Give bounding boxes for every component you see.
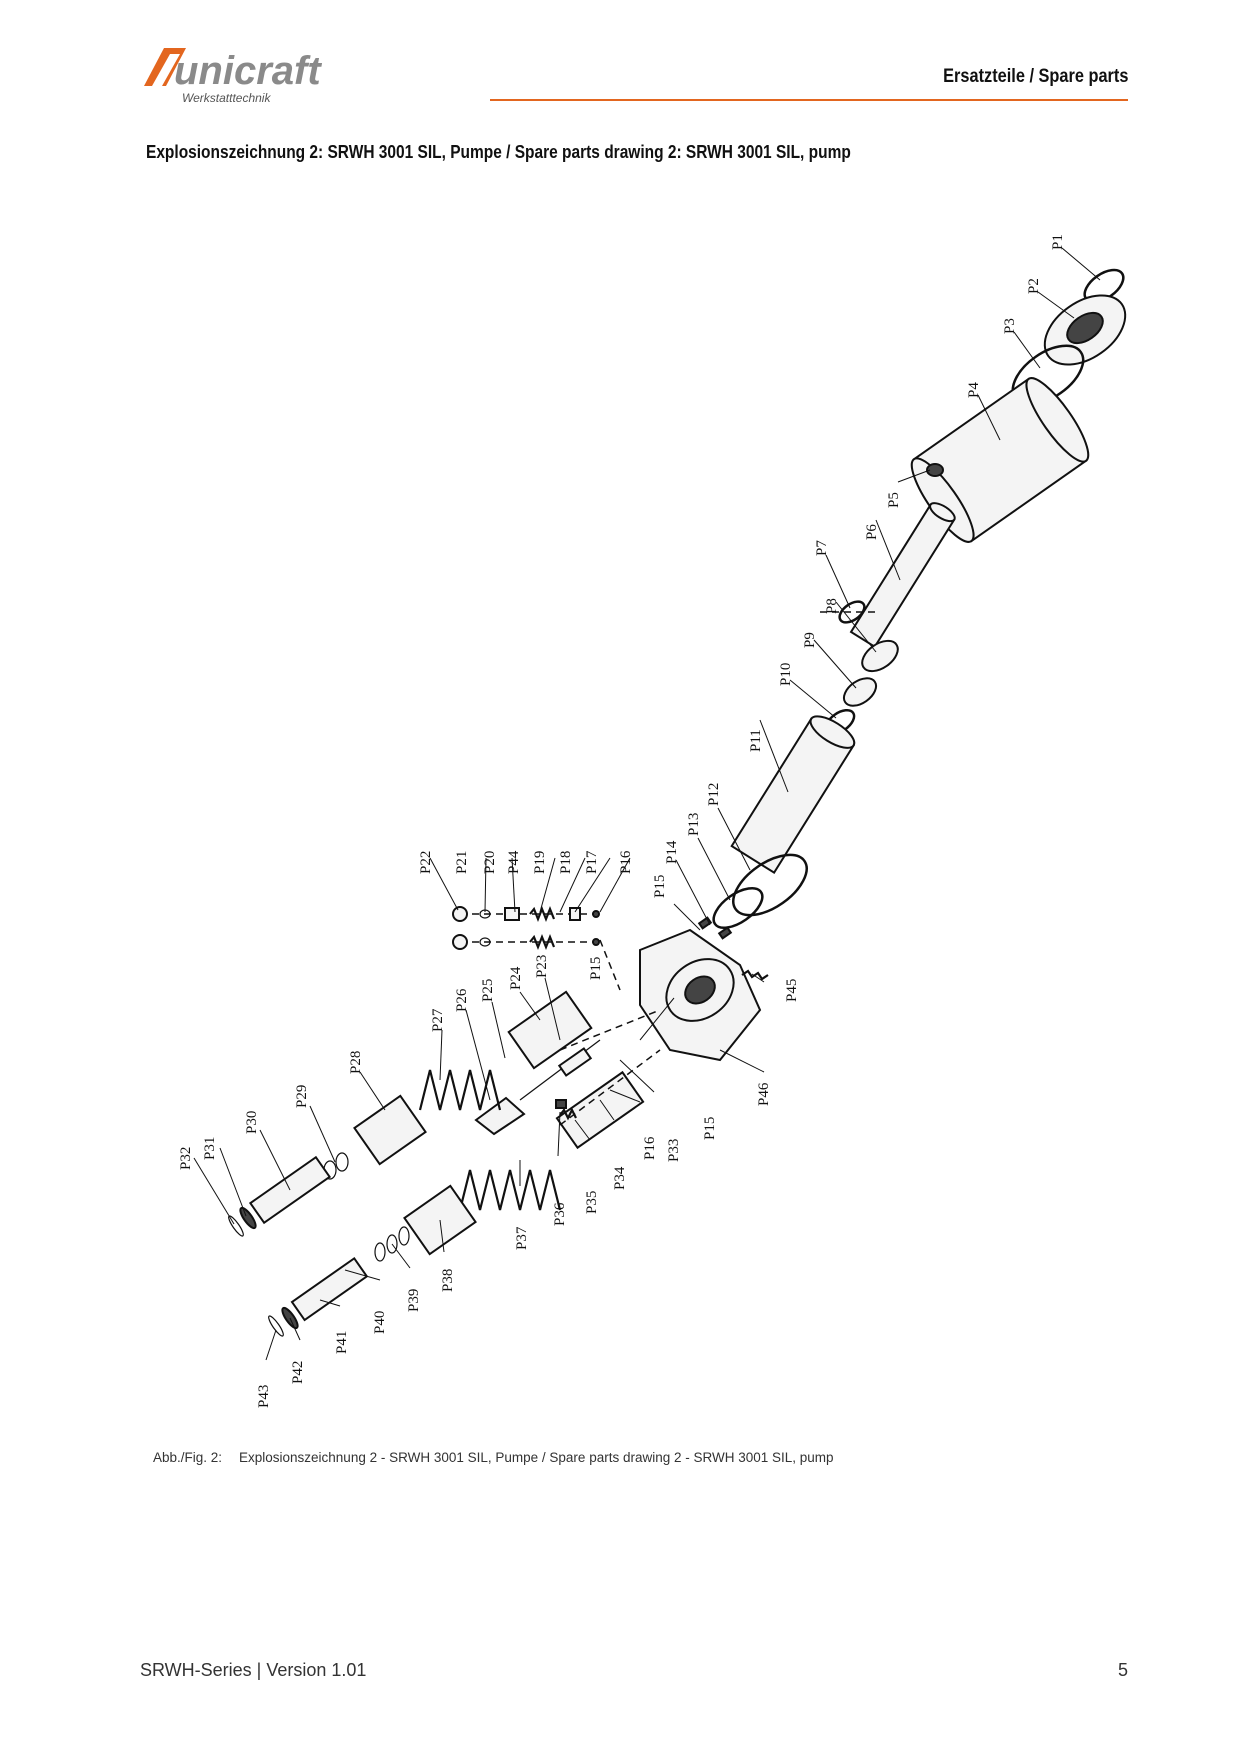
label-p39: P39 <box>406 1289 422 1312</box>
label-p46: P46 <box>756 1082 772 1106</box>
label-p24: P24 <box>508 966 524 990</box>
label-p5: P5 <box>886 492 902 508</box>
label-p16-b: P16 <box>642 1136 658 1160</box>
label-p14: P14 <box>664 840 680 864</box>
label-p7: P7 <box>814 540 830 556</box>
label-p11: P11 <box>748 729 764 752</box>
label-p29: P29 <box>294 1085 310 1108</box>
label-p45: P45 <box>784 979 800 1002</box>
label-p30: P30 <box>244 1111 260 1134</box>
unicraft-logo: unicraft Werkstatttechnik <box>144 48 322 105</box>
label-p18: P18 <box>558 851 574 874</box>
figure-caption-label: Abb./Fig. 2: <box>153 1450 223 1465</box>
label-p27: P27 <box>430 1008 446 1032</box>
label-p20: P20 <box>482 851 498 874</box>
label-p9: P9 <box>802 632 818 648</box>
leader-lines <box>193 247 1101 1361</box>
label-p8: P8 <box>824 598 840 614</box>
label-p4: P4 <box>966 382 982 398</box>
label-p22: P22 <box>418 851 434 874</box>
header-rule <box>490 99 1128 101</box>
label-p17: P17 <box>584 850 600 874</box>
page-number: 5 <box>1117 1660 1128 1680</box>
figure-caption: Abb./Fig. 2: Explosionszeichnung 2 - SRWH… <box>153 1450 834 1465</box>
label-p31: P31 <box>202 1137 218 1160</box>
label-p44: P44 <box>506 850 522 874</box>
label-p23: P23 <box>534 955 550 978</box>
label-p34: P34 <box>612 1166 628 1190</box>
label-p6: P6 <box>864 524 880 540</box>
drawing-parts <box>228 268 1127 1337</box>
label-p36: P36 <box>552 1202 568 1226</box>
figure-caption-text: Explosionszeichnung 2 - SRWH 3001 SIL, P… <box>239 1450 834 1465</box>
part-labels: P1 P2 P3 P4 P5 P6 P7 P8 P9 P10 P11 P12 P… <box>178 234 1066 1408</box>
label-p1: P1 <box>1050 234 1066 250</box>
label-p32: P32 <box>178 1147 194 1170</box>
label-p35: P35 <box>584 1191 600 1214</box>
label-p33: P33 <box>666 1139 682 1162</box>
label-p15-c: P15 <box>702 1117 718 1140</box>
section-title: Explosionszeichnung 2: SRWH 3001 SIL, Pu… <box>146 142 851 162</box>
brand-wordmark: unicraft <box>174 49 322 93</box>
label-p21: P21 <box>454 851 470 874</box>
label-p41: P41 <box>334 1331 350 1354</box>
label-p16-a: P16 <box>618 850 634 874</box>
brand-tagline: Werkstatttechnik <box>182 91 271 105</box>
footer-version: SRWH-Series | Version 1.01 <box>140 1660 367 1680</box>
label-p13: P13 <box>686 813 702 836</box>
label-p15-a: P15 <box>652 875 668 898</box>
label-p19: P19 <box>532 851 548 874</box>
label-p10: P10 <box>778 663 794 686</box>
label-p3: P3 <box>1002 318 1018 334</box>
label-p43: P43 <box>256 1385 272 1408</box>
page-header-title: Ersatzteile / Spare parts <box>942 66 1128 87</box>
label-p12: P12 <box>706 783 722 806</box>
label-p38: P38 <box>440 1269 456 1292</box>
label-p42: P42 <box>290 1361 306 1384</box>
label-p25: P25 <box>480 979 496 1002</box>
label-p37: P37 <box>514 1226 530 1250</box>
label-p40: P40 <box>372 1311 388 1334</box>
label-p28: P28 <box>348 1051 364 1074</box>
label-p26: P26 <box>454 988 470 1012</box>
label-p15-b: P15 <box>588 957 604 980</box>
label-p2: P2 <box>1026 278 1042 294</box>
